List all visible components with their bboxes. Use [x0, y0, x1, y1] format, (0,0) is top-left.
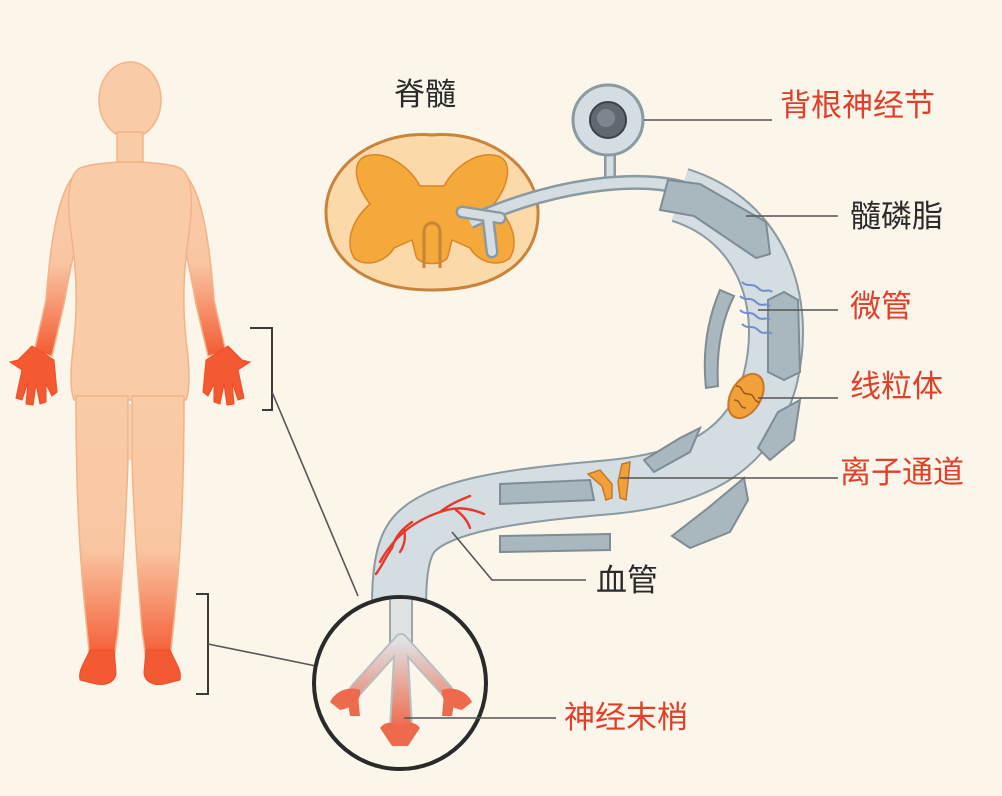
spinal-cord-label: 脊髓 — [394, 77, 456, 113]
spinal-cord-cross-section — [324, 132, 540, 292]
myelin-label: 髓磷脂 — [850, 199, 943, 235]
ion-channel-shape — [586, 461, 631, 502]
nerve-ending-label: 神经末梢 — [564, 700, 688, 736]
label-leader-lines — [404, 119, 838, 719]
foot-bracket — [196, 593, 209, 695]
human-body-figure — [8, 61, 252, 685]
dorsal-root-ganglion-label: 背根神经节 — [780, 88, 935, 124]
zoom-leader-lines — [207, 391, 359, 667]
mitochondria-shape — [727, 372, 765, 420]
ion-channel-label: 离子通道 — [840, 455, 964, 491]
blood-vessel-lines — [374, 494, 486, 576]
nerve-fiber — [371, 134, 804, 642]
blood-vessel-label: 血管 — [596, 563, 658, 599]
microtubule-label: 微管 — [850, 289, 912, 325]
hand-bracket — [250, 327, 273, 411]
zoom-circle — [312, 595, 488, 771]
microtubule-lines — [739, 281, 773, 335]
mitochondria-label: 线粒体 — [850, 369, 943, 405]
dorsal-root-ganglion-shape — [571, 83, 645, 157]
myelin-segments — [499, 178, 802, 554]
